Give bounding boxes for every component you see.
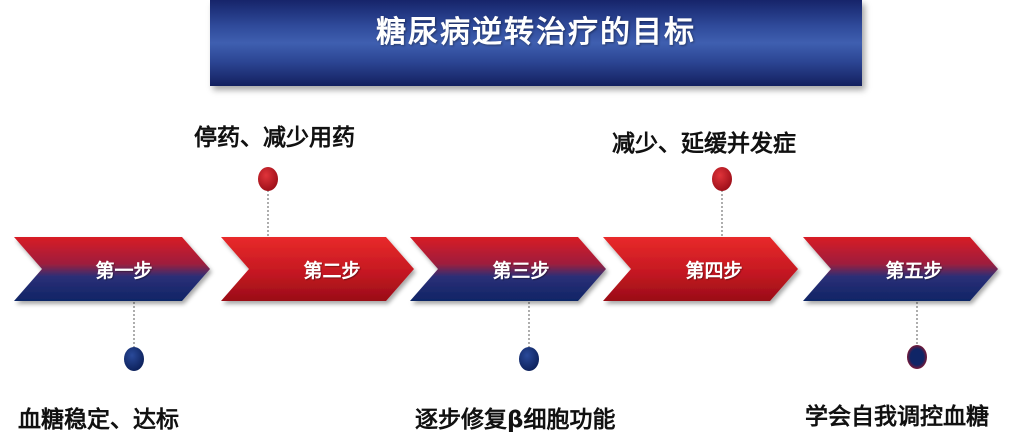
chevron-step-1 (14, 237, 210, 301)
chevron-step-2 (221, 237, 414, 301)
step-label: 第二步 (303, 260, 361, 282)
marker-dot (124, 347, 144, 371)
marker-dot (519, 347, 539, 371)
marker-dot (907, 345, 927, 369)
goal-text: 减少、延缓并发症 (612, 131, 796, 157)
step-label: 第三步 (492, 260, 550, 282)
marker-dot (258, 167, 278, 191)
step-label: 第五步 (885, 260, 943, 282)
chevron-step-4 (603, 237, 798, 301)
title-banner: 糖尿病逆转治疗的目标 (210, 0, 862, 86)
step-label: 第四步 (685, 260, 743, 282)
step-label: 第一步 (95, 260, 153, 282)
chevron-step-3 (410, 237, 606, 301)
goal-text: 血糖稳定、达标 (18, 407, 179, 433)
goal-text: 逐步修复β细胞功能 (415, 407, 616, 433)
page-title: 糖尿病逆转治疗的目标 (376, 15, 696, 50)
goal-text: 学会自我调控血糖 (805, 404, 989, 430)
chevron-step-5 (803, 237, 998, 301)
goal-text: 停药、减少用药 (194, 125, 355, 151)
marker-dot (712, 167, 732, 191)
